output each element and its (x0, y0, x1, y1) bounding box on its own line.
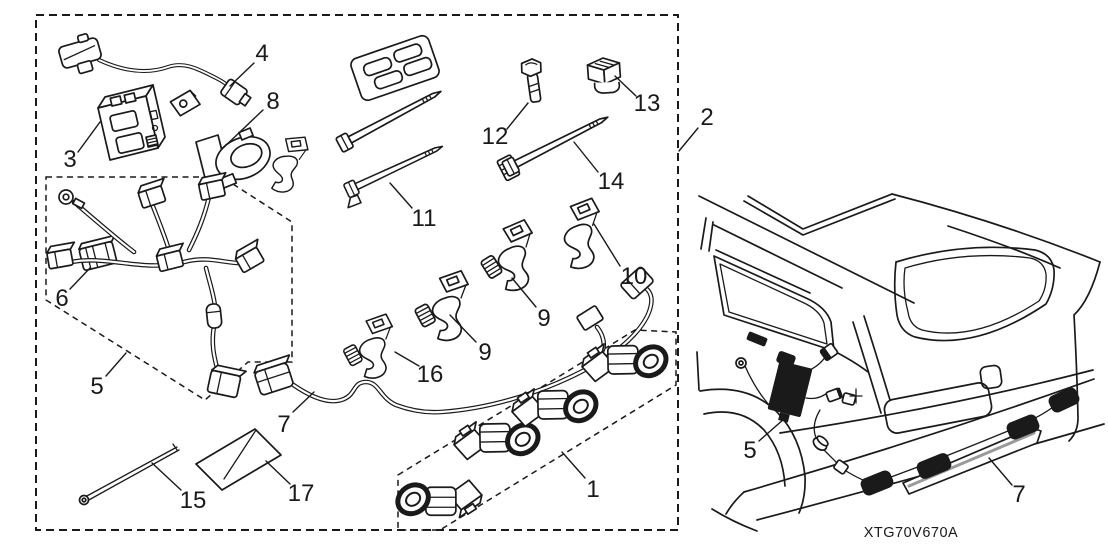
callout-15: 15 (180, 487, 207, 514)
leader-lines (69, 62, 1013, 491)
vehicle-emblem (979, 364, 1003, 390)
vehicle-wheel-arch (699, 388, 806, 514)
vehicle-rear-window (893, 246, 1055, 342)
part-bolt (520, 58, 542, 103)
part-sensor-1 (389, 463, 486, 535)
callout-16: 16 (417, 361, 444, 388)
callout-12: 12 (482, 123, 509, 150)
part-harness-clip-upper (479, 218, 541, 293)
vehicle-quarter-window (713, 249, 835, 352)
callout-4: 4 (255, 40, 268, 67)
part-harness-tie (496, 109, 613, 182)
part-long-wire-tie (78, 443, 180, 506)
callout-6: 6 (55, 285, 68, 312)
callout-3: 3 (63, 146, 76, 173)
vehicle-body-lines (696, 193, 1105, 532)
part-main-harness (44, 171, 270, 399)
sensor-set-outline (397, 329, 677, 531)
callout-5: 5 (90, 373, 103, 400)
part-indicator-wire (58, 32, 252, 107)
part-harness-clip-lower (413, 269, 473, 343)
part-sensor-4 (577, 326, 674, 399)
callout-8: 8 (266, 88, 279, 115)
callout-17: 17 (288, 480, 315, 507)
part-mount-clip (586, 57, 622, 94)
callout-9-lower: 9 (478, 339, 491, 366)
callout-2: 2 (700, 104, 713, 131)
callout-5-vehicle: 5 (743, 437, 756, 464)
control-unit-installed (767, 361, 813, 423)
part-bracket-clip (559, 196, 606, 271)
part-code: XTG70V670A (864, 525, 958, 541)
part-control-unit (97, 84, 166, 161)
part-corner-clip (342, 312, 397, 380)
part-wire-ties (334, 83, 447, 209)
part-template-sticker (195, 428, 282, 491)
vehicle-harness (735, 331, 1080, 496)
part-template-sheet (350, 34, 440, 102)
callout-9-upper: 9 (537, 305, 550, 332)
callout-7-vehicle: 7 (1012, 481, 1025, 508)
vehicle-license-recess (883, 382, 993, 434)
callout-13: 13 (634, 90, 661, 117)
part-sensor-retainer (195, 127, 271, 190)
callout-7: 7 (277, 411, 290, 438)
part-sensor-harness (253, 266, 654, 415)
callout-14: 14 (598, 168, 625, 195)
kit-contents-box (35, 14, 679, 531)
part-fuse-holder (77, 234, 118, 271)
part-retainer-clip (267, 131, 311, 197)
part-small-bracket (169, 89, 201, 117)
callout-11: 11 (412, 205, 437, 232)
callout-10: 10 (621, 263, 648, 290)
vehicle-rear-illustration (696, 193, 1105, 532)
callout-1: 1 (586, 476, 599, 503)
